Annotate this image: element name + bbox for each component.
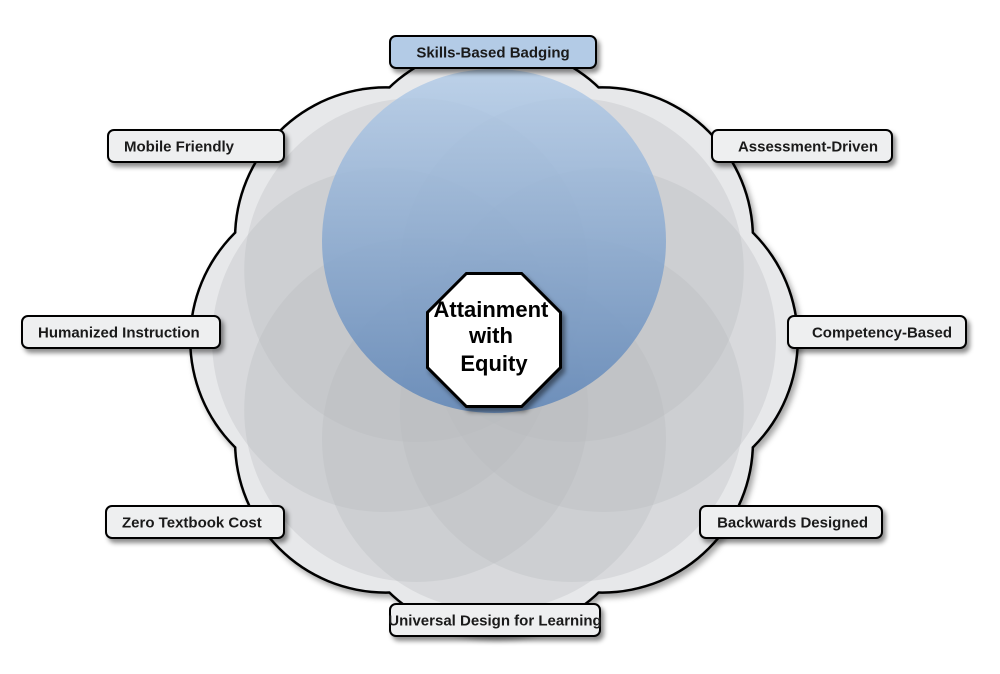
label-backwards: Backwards Designed bbox=[699, 505, 883, 539]
center-octagon bbox=[426, 272, 562, 408]
label-text-assessment: Assessment-Driven bbox=[738, 139, 878, 156]
label-box-humanized bbox=[21, 315, 221, 349]
label-box-udl bbox=[389, 603, 601, 637]
center-line-3: Equity bbox=[460, 351, 528, 376]
petal-highlight bbox=[322, 69, 666, 413]
center-hub: Attainment with Equity bbox=[426, 272, 562, 408]
label-humanized: Humanized Instruction bbox=[21, 315, 221, 349]
label-box-competency bbox=[787, 315, 967, 349]
label-group: Skills-Based BadgingAssessment-DrivenCom… bbox=[21, 35, 967, 637]
label-competency: Competency-Based bbox=[787, 315, 967, 349]
label-box-backwards bbox=[699, 505, 883, 539]
label-box-assessment bbox=[711, 129, 893, 163]
center-line-1: Attainment bbox=[433, 297, 549, 322]
label-box-mobile bbox=[107, 129, 285, 163]
label-text-skills: Skills-Based Badging bbox=[416, 45, 569, 62]
label-text-backwards: Backwards Designed bbox=[717, 515, 868, 532]
label-text-mobile: Mobile Friendly bbox=[124, 139, 235, 156]
label-text-zero: Zero Textbook Cost bbox=[122, 515, 262, 532]
label-mobile: Mobile Friendly bbox=[107, 129, 285, 163]
label-text-humanized: Humanized Instruction bbox=[38, 325, 200, 342]
label-text-udl: Universal Design for Learning bbox=[388, 613, 601, 630]
label-assessment: Assessment-Driven bbox=[711, 129, 893, 163]
label-zero: Zero Textbook Cost bbox=[105, 505, 285, 539]
label-skills: Skills-Based Badging bbox=[389, 35, 597, 69]
label-box-zero bbox=[105, 505, 285, 539]
label-box-skills bbox=[389, 35, 597, 69]
svg-text:Attainment with Eq: Attainment with Equity bbox=[433, 297, 554, 376]
label-text-competency: Competency-Based bbox=[812, 325, 952, 342]
label-udl: Universal Design for Learning bbox=[388, 603, 602, 637]
center-line-2: with bbox=[468, 323, 513, 348]
